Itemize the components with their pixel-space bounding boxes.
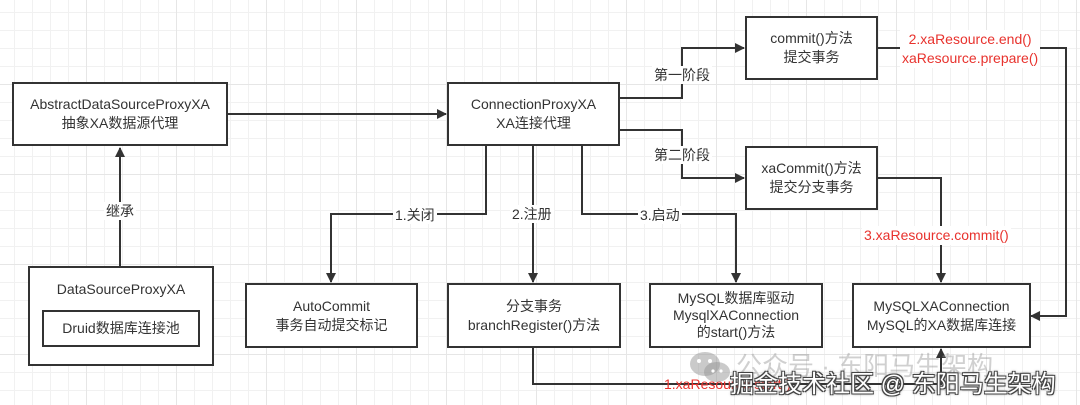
label-xa-prepare: xaResource.prepare(): [902, 50, 1039, 66]
node-subtitle: 抽象XA数据源代理: [61, 115, 179, 131]
label-phase-one: 第一阶段: [652, 66, 712, 84]
node-title: commit()方法: [770, 30, 853, 46]
node-mysql-xa-connection: MySQLXAConnection MySQL的XA数据库连接: [852, 283, 1031, 348]
node-xacommit-method: xaCommit()方法 提交分支事务: [745, 146, 878, 210]
label-phase-two: 第二阶段: [652, 146, 712, 164]
watermark-wechat-account: 公众号 · 东阳马生架构: [736, 351, 994, 381]
node-druid-pool: Druid数据库连接池: [42, 310, 200, 347]
label-xa-commit: 3.xaResource.commit(): [862, 226, 1011, 245]
node-subtitle: 提交分支事务: [769, 179, 854, 195]
label-xa-start: 1.xaResource.start(): [664, 376, 791, 392]
node-title: xaCommit()方法: [761, 160, 862, 176]
node-subtitle: 事务自动提交标记: [275, 316, 388, 333]
node-title: 分支事务: [506, 297, 562, 314]
node-branch-transaction: 分支事务 branchRegister()方法: [447, 283, 621, 348]
edge-xa-end-prepare: [878, 47, 1067, 321]
node-detail: 的start()方法: [696, 324, 776, 340]
label-step-start: 3.启动: [638, 206, 682, 224]
node-title: MySQL数据库驱动: [677, 290, 795, 306]
node-title: AbstractDataSourceProxyXA: [30, 96, 210, 112]
wechat-icon: [690, 352, 730, 382]
edge-xa-start: [532, 347, 946, 385]
node-mysql-driver: MySQL数据库驱动 MysqlXAConnection 的start()方法: [649, 283, 823, 348]
label-xa-end: 2.xaResource.end(): [908, 31, 1032, 47]
label-step-close: 1.关闭: [393, 206, 437, 224]
node-subtitle: XA连接代理: [496, 115, 571, 131]
node-subtitle: MysqlXAConnection: [672, 307, 800, 323]
edge-xa-commit: [878, 177, 946, 283]
node-connection-proxy-xa: ConnectionProxyXA XA连接代理: [447, 82, 620, 146]
label-xa-end-prepare: 2.xaResource.end() xaResource.prepare(): [900, 30, 1041, 68]
node-autocommit: AutoCommit 事务自动提交标记: [245, 283, 418, 348]
node-title: DataSourceProxyXA: [56, 281, 186, 297]
watermark-platform: 掘金技术社区 @ 东阳马生架构: [730, 371, 1056, 398]
node-subtitle: branchRegister()方法: [467, 316, 601, 333]
label-inherit: 继承: [104, 202, 136, 220]
node-title: Druid数据库连接池: [62, 320, 180, 336]
node-subtitle: 提交事务: [783, 49, 840, 65]
node-title: AutoCommit: [292, 297, 371, 314]
node-title: MySQLXAConnection: [873, 297, 1010, 314]
node-subtitle: MySQL的XA数据库连接: [866, 316, 1017, 333]
label-step-register: 2.注册: [510, 205, 554, 223]
node-abstract-datasource-proxy-xa: AbstractDataSourceProxyXA 抽象XA数据源代理: [12, 82, 228, 146]
node-title: ConnectionProxyXA: [470, 96, 597, 112]
node-commit-method: commit()方法 提交事务: [745, 16, 878, 80]
